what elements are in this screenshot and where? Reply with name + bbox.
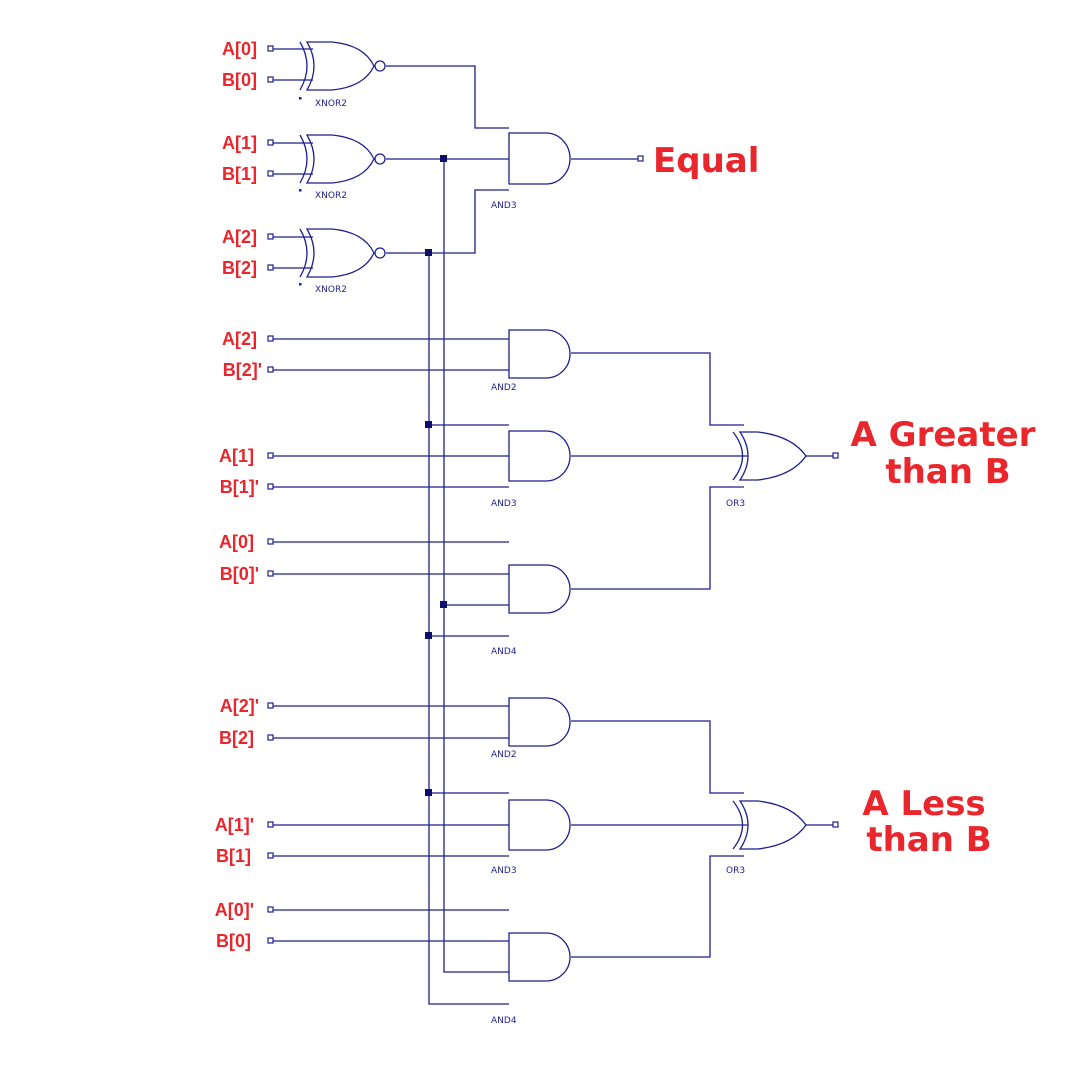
input-label: A[1] [222, 133, 257, 153]
output-pin [637, 155, 644, 162]
wire-xnor2-to-and3 [386, 189, 509, 254]
input-pin [267, 452, 274, 459]
input-label: A[0] [219, 532, 254, 552]
input-pin [267, 734, 274, 741]
input-label: A[0] [222, 39, 257, 59]
wire-gt-and4-to-or [571, 486, 744, 590]
wire-gt-and2-to-or [571, 352, 744, 426]
wire-gt-and3-inputs [273, 424, 509, 488]
input-pin [267, 76, 274, 83]
input-label: B[0] [216, 931, 251, 951]
or3-gate-less: OR3 [726, 800, 807, 876]
xnor-gate-0: XNOR2 [299, 41, 386, 109]
xnor-gate-1: XNOR2 [299, 134, 386, 201]
input-labels: A[0] B[0] A[1] B[1] A[2] B[2] A[2] B[2]'… [215, 39, 262, 951]
wire-xnor1-inputs [273, 142, 313, 175]
and2-gate-less: AND2 [491, 697, 571, 760]
output-label-greater-line1: A Greater [851, 415, 1036, 455]
input-label: A[2] [222, 329, 257, 349]
and2-gate-greater: AND2 [491, 329, 571, 393]
wire-xnor0-to-and3 [386, 65, 509, 129]
input-label: A[2]' [220, 696, 259, 716]
wire-xnor0-inputs [273, 48, 313, 81]
junction-dot [425, 421, 432, 428]
and3-gate-equal: AND3 [491, 132, 571, 211]
junction-dot [440, 601, 447, 608]
junction-dot [440, 155, 447, 162]
output-pin [832, 821, 839, 828]
output-pin [832, 452, 839, 459]
input-pin [267, 233, 274, 240]
or3-gate-greater: OR3 [726, 431, 807, 509]
junction-dot [425, 249, 432, 256]
and3-gate-less: AND3 [491, 799, 571, 876]
input-label: B[2] [222, 258, 257, 278]
and4-gate-less: AND4 [491, 932, 571, 1026]
input-pin [267, 366, 274, 373]
xnor-gate-2: XNOR2 [299, 228, 386, 295]
bus-xnor2 [428, 253, 509, 1005]
input-label: B[1] [216, 846, 251, 866]
wires [273, 48, 834, 1005]
input-label: A[2] [222, 227, 257, 247]
junction-dot [425, 632, 432, 639]
input-pin [267, 264, 274, 271]
junction-dot [425, 789, 432, 796]
wire-lt-and3-inputs [273, 792, 509, 857]
gate-label: AND3 [491, 499, 517, 509]
gate-label: OR3 [726, 866, 745, 876]
gate-label: AND2 [491, 383, 517, 393]
input-pin [267, 538, 274, 545]
input-pin [267, 570, 274, 577]
and4-gate-greater: AND4 [491, 564, 571, 657]
input-pin [267, 852, 274, 859]
output-label-less-line2: than B [866, 820, 991, 860]
and3-gate-greater: AND3 [491, 430, 571, 509]
input-label: B[1] [222, 164, 257, 184]
output-label-equal: Equal [653, 141, 759, 181]
wire-gt-and4-inputs [273, 541, 509, 637]
wire-gt-and2-inputs [273, 338, 509, 371]
input-pin [267, 821, 274, 828]
wire-lt-and2-inputs [273, 705, 509, 739]
output-label-greater-line2: than B [885, 452, 1010, 492]
input-label: B[1]' [220, 477, 259, 497]
gate-label: AND4 [491, 1016, 517, 1026]
gate-label: AND2 [491, 750, 517, 760]
junctions [425, 155, 447, 796]
input-label: A[0]' [215, 900, 254, 920]
input-pin [267, 906, 274, 913]
input-pin [267, 170, 274, 177]
gate-label: AND4 [491, 647, 517, 657]
bus-xnor1 [443, 159, 509, 973]
gate-label: XNOR2 [315, 285, 347, 295]
pins [267, 45, 839, 944]
wire-lt-and2-to-or [571, 720, 744, 794]
gate-label: AND3 [491, 201, 517, 211]
wire-lt-and4-to-or [571, 855, 744, 958]
input-label: A[1]' [215, 815, 254, 835]
wire-lt-and4-inputs [273, 909, 509, 942]
output-labels: Equal A Greater than B A Less than B [653, 141, 1036, 860]
input-label: B[2]' [223, 360, 262, 380]
input-label: A[1] [219, 446, 254, 466]
input-pin [267, 702, 274, 709]
wire-xnor2-inputs [273, 236, 313, 269]
input-label: B[0]' [220, 564, 259, 584]
input-label: B[0] [222, 70, 257, 90]
input-pin [267, 483, 274, 490]
output-label-less-line1: A Less [862, 784, 985, 824]
input-pin [267, 335, 274, 342]
input-pin [267, 139, 274, 146]
input-pin [267, 937, 274, 944]
gate-label: AND3 [491, 866, 517, 876]
gate-label: XNOR2 [315, 99, 347, 109]
gate-label: OR3 [726, 499, 745, 509]
input-pin [267, 45, 274, 52]
input-label: B[2] [219, 728, 254, 748]
gate-label: XNOR2 [315, 191, 347, 201]
